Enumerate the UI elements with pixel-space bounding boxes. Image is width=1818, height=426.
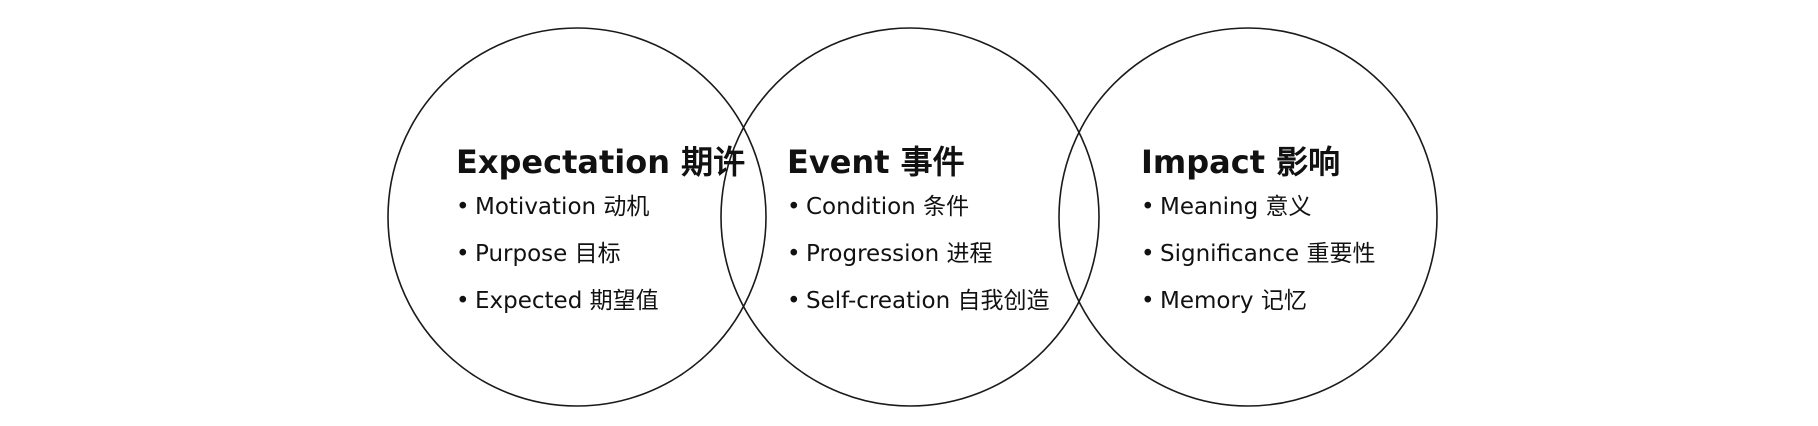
list-item: •Expected 期望值 [456, 286, 745, 316]
bullet: • [456, 194, 470, 220]
list-item: •Progression 进程 [787, 239, 1050, 269]
circle-event [720, 27, 1100, 407]
item-label: Motivation 动机 [475, 194, 650, 220]
bullet: • [787, 194, 801, 220]
list-expectation: •Motivation 动机 •Purpose 目标 •Expected 期望值 [456, 192, 745, 316]
bullet: • [1141, 288, 1155, 314]
list-item: •Motivation 动机 [456, 192, 745, 222]
title-expectation: Expectation 期许 [456, 143, 746, 181]
title-impact: Impact 影响 [1141, 143, 1341, 181]
circle-expectation [387, 27, 767, 407]
circle-impact [1058, 27, 1438, 407]
title-event: Event 事件 [787, 143, 965, 181]
group-expectation: Expectation 期许 •Motivation 动机 •Purpose 目… [456, 142, 745, 333]
item-label: Condition 条件 [806, 194, 970, 220]
group-event: Event 事件 •Condition 条件 •Progression 进程 •… [787, 142, 1050, 333]
item-label: Expected 期望值 [475, 288, 659, 314]
bullet: • [456, 241, 470, 267]
list-item: •Self-creation 自我创造 [787, 286, 1050, 316]
list-item: •Significance 重要性 [1141, 239, 1375, 269]
bullet: • [787, 288, 801, 314]
list-impact: •Meaning 意义 •Significance 重要性 •Memory 记忆 [1141, 192, 1375, 316]
list-event: •Condition 条件 •Progression 进程 •Self-crea… [787, 192, 1050, 316]
list-item: •Condition 条件 [787, 192, 1050, 222]
group-impact: Impact 影响 •Meaning 意义 •Significance 重要性 … [1141, 142, 1375, 333]
list-item: •Purpose 目标 [456, 239, 745, 269]
item-label: Meaning 意义 [1160, 194, 1312, 220]
bullet: • [787, 241, 801, 267]
item-label: Purpose 目标 [475, 241, 621, 267]
bullet: • [456, 288, 470, 314]
item-label: Memory 记忆 [1160, 288, 1307, 314]
item-label: Progression 进程 [806, 241, 993, 267]
list-item: •Meaning 意义 [1141, 192, 1375, 222]
bullet: • [1141, 194, 1155, 220]
bullet: • [1141, 241, 1155, 267]
list-item: •Memory 记忆 [1141, 286, 1375, 316]
item-label: Significance 重要性 [1160, 241, 1376, 267]
item-label: Self-creation 自我创造 [806, 288, 1050, 314]
